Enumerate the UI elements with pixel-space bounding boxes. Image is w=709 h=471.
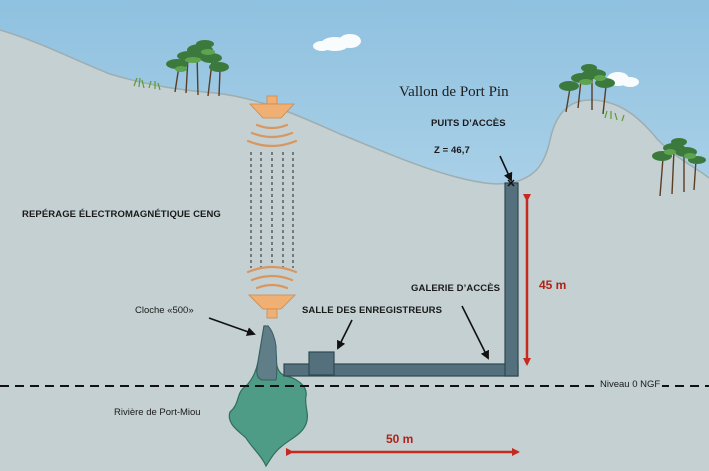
cloud [313,34,361,51]
dimension-label-horizontal: 50 m [386,432,414,446]
pointer-arrow-galerie [461,305,489,360]
pointer-arrow-cloche [208,317,256,336]
label-altitude: Z = 46,7 [434,145,470,156]
em-beam [250,152,294,268]
shaft-top-marker [507,179,515,187]
river-cave [228,325,309,468]
diagram-title: Vallon de Port Pin [399,84,509,100]
access-shaft [504,182,519,377]
surface-emitter [246,95,298,148]
pointer-arrow-salle [337,319,353,350]
label-salle: SALLE DES ENREGISTREURS [302,305,443,316]
recorder-room [308,351,335,376]
river-cave-upper [256,325,278,381]
ground [0,30,709,471]
label-galerie: GALERIE D’ACCÈS [411,283,501,294]
cloche-emitter [246,265,298,319]
grass [133,77,625,122]
dimension-label-vertical: 45 m [539,278,567,292]
label-reperage: REPÉRAGE ÉLECTROMAGNÉTIQUE CENG [22,209,221,220]
label-riviere: Rivière de Port-Miou [114,407,201,418]
label-niveau: Niveau 0 NGF [598,379,663,390]
label-cloche: Cloche «500» [135,305,194,316]
tree [166,40,229,97]
label-puits: PUITS D’ACCÈS [431,118,506,129]
tree [652,138,706,197]
pointer-arrow-puits [499,155,513,182]
tree [559,64,615,115]
